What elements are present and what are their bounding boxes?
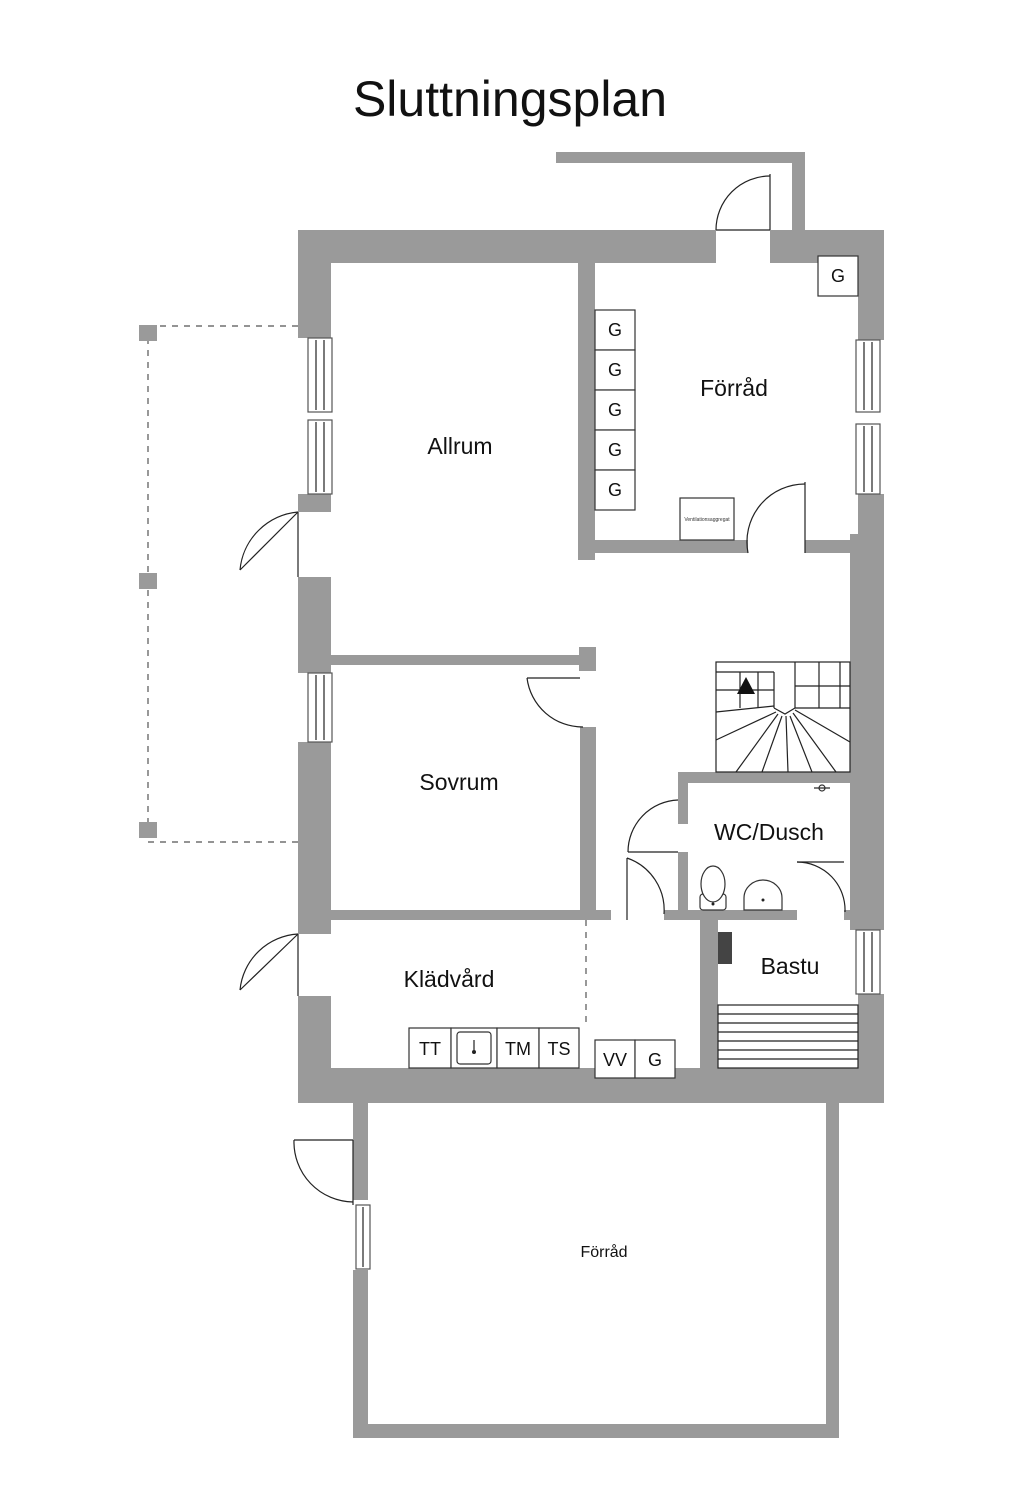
room-label-bastu: Bastu	[761, 953, 820, 979]
window-sovrum	[307, 672, 333, 743]
entrance-porch-walls	[556, 152, 805, 232]
room-label-allrum: Allrum	[427, 433, 492, 459]
lower-storage-walls	[353, 1100, 839, 1438]
shower-icon	[814, 784, 830, 792]
toilet-icon	[699, 865, 727, 911]
plan-title: Sluttningsplan	[353, 71, 667, 127]
sauna-benches	[717, 1004, 859, 1069]
window-forrad-upper	[855, 339, 881, 413]
fixture-tt: TT	[419, 1039, 441, 1059]
room-label-sovrum: Sovrum	[419, 769, 498, 795]
fixtures-forrad: G G G G G G Ventilationsaggregat	[594, 255, 859, 541]
room-label-forrad-lower: Förråd	[580, 1243, 627, 1261]
room-label-forrad: Förråd	[700, 375, 768, 401]
fixture-g: G	[608, 400, 622, 420]
doors	[239, 174, 846, 1205]
fixture-g: G	[608, 320, 622, 340]
deck-post	[139, 573, 157, 589]
interior-walls	[331, 255, 858, 1073]
fixture-g: G	[608, 480, 622, 500]
room-label-kladvard: Klädvård	[404, 966, 495, 992]
fixture-vv: VV	[603, 1050, 627, 1070]
fixture-g: G	[608, 440, 622, 460]
outer-walls	[298, 230, 884, 1103]
windows	[307, 337, 881, 1270]
deck-outline	[139, 325, 298, 843]
room-label-wc-dusch: WC/Dusch	[714, 819, 824, 845]
room-labels: Allrum Förråd Sovrum WC/Dusch Bastu Kläd…	[404, 375, 824, 1261]
deck-post	[139, 822, 157, 838]
fixture-ts: TS	[547, 1039, 570, 1059]
ventilation-unit-label: Ventilationsaggregat	[684, 517, 730, 523]
sink-icon	[743, 879, 783, 911]
window-allrum-lower	[307, 419, 333, 495]
window-allrum-upper	[307, 337, 333, 413]
staircase	[715, 661, 851, 773]
fixture-g: G	[608, 360, 622, 380]
fixtures-kladvard: TT TM TS VV G	[408, 1027, 676, 1079]
window-forrad-lower	[855, 423, 881, 495]
deck-post	[139, 325, 157, 341]
fixture-g: G	[831, 266, 845, 286]
fixture-tm: TM	[505, 1039, 531, 1059]
window-bastu	[855, 929, 881, 995]
sauna-heater-icon	[718, 932, 732, 964]
fixture-g: G	[648, 1050, 662, 1070]
stair-up-arrow-icon	[737, 677, 755, 694]
